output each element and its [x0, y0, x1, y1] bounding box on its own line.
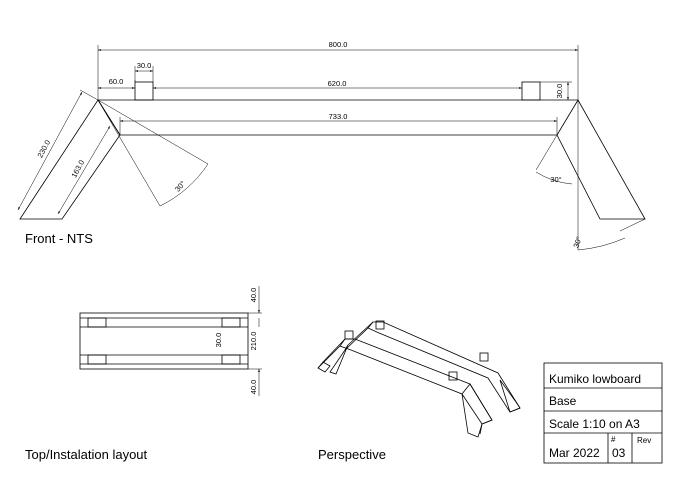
dim-block-width: 30.0 [137, 61, 152, 70]
dim-lower-span: 733.0 [329, 112, 348, 121]
left-leg [19, 99, 121, 220]
title-number: 03 [612, 446, 626, 460]
perspective-view: Perspective [317, 320, 521, 462]
dim-top-margin: 40.0 [249, 288, 258, 303]
title-project: Kumiko lowboard [549, 372, 641, 386]
title-scale: Scale 1:10 on A3 [549, 417, 640, 431]
rear-beam [367, 321, 521, 413]
dim-total-width: 210.0 [249, 332, 258, 351]
front-view: 800.0 60.0 30.0 620.0 30.0 733.0 230.0 1… [17, 40, 646, 251]
title-block: Kumiko lowboard Base Scale 1:10 on A3 Ma… [543, 362, 663, 464]
dim-span-between: 620.0 [328, 79, 347, 88]
dim-gap: 30.0 [214, 333, 223, 348]
top-view: 40.0 30.0 210.0 40.0 Top/Instalation lay… [25, 286, 262, 462]
dim-angle-right-outer: 30° [571, 235, 583, 249]
top-view-label: Top/Instalation layout [25, 447, 148, 462]
dim-angle-right-inner: 30° [550, 175, 561, 184]
block-left [134, 81, 154, 101]
block-right [521, 81, 541, 101]
title-part: Base [549, 394, 577, 408]
right-leg [556, 99, 646, 220]
title-date: Mar 2022 [549, 446, 600, 460]
title-number-label: # [611, 435, 616, 444]
dim-outer-leg: 230.0 [35, 138, 52, 159]
dim-bottom-margin: 40.0 [249, 380, 258, 395]
front-view-label: Front - NTS [25, 231, 93, 246]
title-rev-label: Rev [637, 436, 651, 445]
dim-inner-leg: 163.0 [69, 158, 86, 179]
top-outline [79, 312, 249, 370]
perspective-label: Perspective [318, 447, 386, 462]
dim-left-offset: 60.0 [109, 77, 124, 86]
dim-block-height: 30.0 [555, 84, 564, 99]
dim-angle-left: 30° [173, 179, 187, 193]
front-beam [339, 338, 493, 425]
dim-overall: 800.0 [329, 40, 348, 49]
